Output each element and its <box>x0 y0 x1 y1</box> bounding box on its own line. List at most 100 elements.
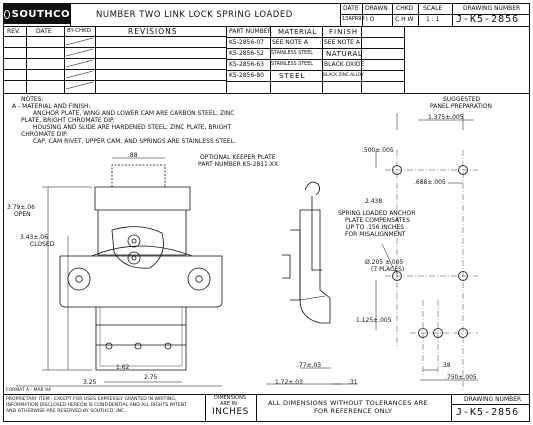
dimension-lines <box>16 113 478 387</box>
dim-379: 3.79±.06 <box>7 204 35 211</box>
part-row-3-finish: BLACK OXIDE <box>324 61 365 68</box>
proprietary-line-2: INFORMATION DISCLOSED HEREON IS CONFIDEN… <box>6 403 187 408</box>
drawing-number-footer: J-K5-2856 <box>456 407 520 418</box>
part-row-1-number: K5-2856-07 <box>229 39 264 46</box>
panel-prep-label-2: PANEL PREPARATION <box>430 103 492 110</box>
divider <box>392 4 393 26</box>
dim-275: 2.75 <box>144 374 158 381</box>
part-row-3-material: STAINLESS STEEL <box>271 61 313 67</box>
part-row-2-number: K5-2856-52 <box>229 50 264 57</box>
drawing-number-top: J-K5-2856 <box>456 14 520 25</box>
note-line-6: CAP, CAM RIVET, UPPER CAM, AND SPRINGS A… <box>33 138 236 145</box>
part-row-1-material: SEE NOTE A <box>272 39 308 46</box>
note-line-4: HOUSING AND SLIDE ARE HARDENED STEEL; ZI… <box>33 124 232 131</box>
dim-038: .38 <box>441 362 451 369</box>
dim-077: .77±.03 <box>297 362 322 369</box>
date-rev-header: DATE <box>36 28 52 35</box>
part-row-4-finish: BLACK ZINC ALLOY <box>323 72 364 78</box>
divider <box>226 48 404 49</box>
divider <box>226 59 404 60</box>
latch-side-view <box>282 181 331 324</box>
anchor-label-4: FOR MISALIGNMENT <box>345 231 406 238</box>
dim-1375: 1.375±.005 <box>428 114 464 121</box>
tolerance-line-2: FOR REFERENCE ONLY <box>314 407 393 415</box>
divider <box>4 80 226 81</box>
finish-header: FINISH <box>329 28 359 36</box>
closed-label: CLOSED <box>30 241 55 248</box>
divider <box>340 4 341 26</box>
dim-325: 3.25 <box>83 379 97 386</box>
dims-unit: INCHES <box>212 407 249 417</box>
material-header: MATERIAL <box>278 28 317 36</box>
dim-688: .688±.005 <box>414 179 446 186</box>
format-label: FORMAT A - MAR 94 <box>6 388 51 393</box>
keeper-label-1: OPTIONAL KEEPER PLATE <box>200 154 276 161</box>
dim-2438: 2.438 <box>365 198 383 205</box>
note-line-2: ANCHOR PLATE, WING AND LOWER CAM ARE CAR… <box>33 110 235 117</box>
divider <box>418 4 419 26</box>
open-label: OPEN <box>14 211 31 218</box>
drawn-header: DRAWN <box>365 5 388 12</box>
divider <box>4 36 226 37</box>
part-row-1-finish: SEE NOTE A <box>324 39 360 46</box>
dim-088: .88 <box>128 152 138 159</box>
keeper-label-2: PART NUMBER K5-2811-XX <box>198 161 278 168</box>
anchor-label-2: PLATE COMPENSATES <box>345 217 410 224</box>
divider <box>4 69 226 70</box>
dim-205: Ø.205 ±.005 <box>365 259 404 266</box>
divider <box>226 70 404 71</box>
anchor-label-1: SPRING LOADED ANCHOR <box>338 210 416 217</box>
scale-value: 1 : 1 <box>426 16 440 23</box>
drawn-value: I O <box>366 16 375 23</box>
divider <box>340 14 529 15</box>
scale-header: SCALE <box>423 5 443 12</box>
tolerance-line-1: ALL DIMENSIONS WITHOUT TOLERANCES ARE <box>268 399 428 407</box>
part-row-2-material: STAINLESS STEEL <box>271 50 313 56</box>
divider <box>451 394 452 421</box>
divider <box>4 47 226 48</box>
company-name: SOUTHCO <box>11 8 70 20</box>
panel-prep-label-1: SUGGESTED <box>443 96 481 103</box>
drawing-frame <box>3 3 530 422</box>
bychkd-hatch <box>65 37 94 90</box>
divider <box>256 394 257 421</box>
dim-343: 3.43±.06 <box>20 234 48 241</box>
bychkd-header: BY-CHKD <box>67 28 91 34</box>
chkd-header: CHKD <box>396 5 414 12</box>
dim-031: .31 <box>348 379 358 386</box>
divider <box>70 4 71 26</box>
logo-icon <box>4 9 10 19</box>
latch-front-view <box>59 164 223 371</box>
dim-500: .500±.005 <box>362 147 394 154</box>
chkd-value: C H W <box>395 16 414 23</box>
part-row-2-finish: NATURAL <box>326 49 363 58</box>
divider <box>404 26 405 93</box>
divider <box>226 81 404 82</box>
drawing-number-footer-label: DRAWING NUMBER <box>464 396 522 403</box>
dims-label-1: DIMENSIONS <box>214 395 247 401</box>
divider <box>451 404 529 405</box>
anchor-label-3: UP TO .156 INCHES <box>346 224 405 231</box>
divider <box>362 4 363 26</box>
divider <box>95 26 96 93</box>
part-number-header: PART NUMBER <box>229 28 272 35</box>
dim-1125: 1.125±.005 <box>356 317 392 324</box>
divider <box>226 37 404 38</box>
southco-logo: SOUTHCO <box>4 4 70 24</box>
divider <box>452 4 453 26</box>
dims-label-2: ARE IN <box>220 401 237 407</box>
date-header: DATE <box>343 5 359 12</box>
notes-heading: NOTES: <box>21 96 44 103</box>
divider <box>26 26 27 93</box>
divider <box>205 394 206 421</box>
divider <box>64 26 65 93</box>
panel-preparation-view <box>385 150 478 390</box>
rev-header: REV. <box>7 28 21 35</box>
date-value: 13APR98 <box>342 16 365 22</box>
part-row-4-material: STEEL <box>279 71 306 80</box>
note-line-3: PLATE, BRIGHT CHROMATE DIP. <box>21 117 115 124</box>
proprietary-line-3: AND OTHERWISE ARE RESERVED BY SOUTHCO, I… <box>6 409 126 414</box>
proprietary-line-1: PROPRIETARY ITEM - EXCEPT FOR USES EXPRE… <box>6 397 177 402</box>
drawing-number-header: DRAWING NUMBER <box>463 5 521 12</box>
